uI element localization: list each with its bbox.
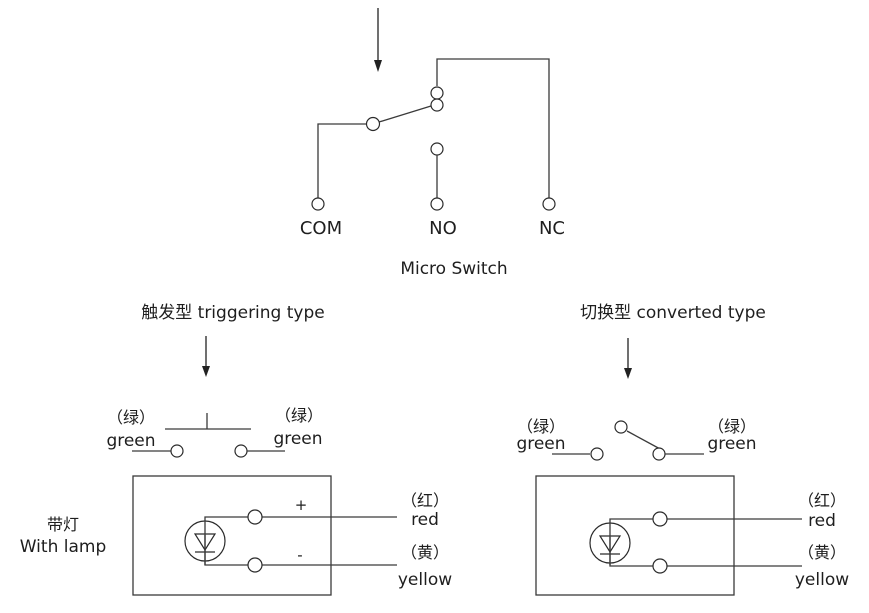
converted-title: 切换型 converted type — [580, 303, 766, 323]
com-label: COM — [300, 218, 342, 239]
converted-type-section: 切换型 converted type （绿） green （绿） green — [516, 303, 766, 461]
minus-terminal — [247, 557, 263, 573]
lever-contact — [430, 98, 444, 112]
com-terminal — [311, 197, 325, 211]
red-en-label: red — [411, 510, 439, 530]
trig-right-cn: （绿） — [275, 406, 323, 425]
micro-switch-title: Micro Switch — [400, 259, 507, 279]
arrow-down-icon — [374, 8, 382, 72]
red-cn-label: （红） — [798, 491, 846, 510]
pivot-contact — [614, 420, 628, 434]
conv-right-en: green — [707, 434, 756, 454]
trig-right-en: green — [273, 429, 322, 449]
lamp-section-right: （红） red （黄） yellow — [535, 475, 849, 596]
right-contact — [234, 444, 248, 458]
conv-left-en: green — [516, 434, 565, 454]
lamp-plus-wire — [204, 516, 249, 565]
right-contact — [652, 447, 666, 461]
micro-switch-schematic: COM NO NC Micro Switch — [300, 8, 565, 279]
triggering-title: 触发型 triggering type — [141, 303, 324, 323]
plus-terminal — [652, 511, 668, 527]
nc-wire — [436, 58, 550, 198]
nc-label: NC — [539, 218, 565, 239]
red-cn-label: （红） — [401, 491, 449, 510]
trig-left-cn: （绿） — [107, 408, 155, 427]
no-terminal — [430, 197, 444, 211]
yellow-cn-label: （黄） — [798, 543, 846, 562]
yellow-cn-label: （黄） — [401, 543, 449, 562]
lamp-housing — [535, 475, 735, 596]
com-pivot — [365, 116, 381, 132]
com-wire — [317, 123, 366, 198]
red-en-label: red — [808, 511, 836, 531]
no-contact — [430, 142, 444, 156]
arrow-down-icon — [202, 336, 210, 377]
lamp-section-left: 带灯 With lamp + - （红） red （黄） yellow — [20, 475, 452, 596]
left-contact — [170, 444, 184, 458]
conv-left-cn: （绿） — [517, 417, 565, 436]
conv-right-cn: （绿） — [708, 417, 756, 436]
nc-terminal — [542, 197, 556, 211]
minus-label: - — [297, 546, 302, 564]
lamp-minus-wire — [204, 535, 249, 566]
yellow-en-label: yellow — [795, 570, 849, 590]
plus-terminal — [247, 509, 263, 525]
switch-lever — [378, 105, 432, 123]
lamp-label-en: With lamp — [20, 537, 107, 557]
yellow-en-label: yellow — [398, 570, 452, 590]
nc-contact — [430, 86, 444, 100]
trig-left-en: green — [106, 431, 155, 451]
lamp-housing — [132, 475, 332, 596]
no-label: NO — [429, 218, 457, 239]
lamp-label-cn: 带灯 — [47, 515, 79, 534]
left-contact — [590, 447, 604, 461]
minus-terminal — [652, 558, 668, 574]
triggering-type-section: 触发型 triggering type （绿） green （绿） green — [106, 303, 325, 458]
lamp-minus-wire — [609, 537, 653, 567]
plus-label: + — [295, 496, 308, 514]
changeover-lever — [626, 430, 663, 451]
arrow-down-icon — [624, 338, 632, 379]
